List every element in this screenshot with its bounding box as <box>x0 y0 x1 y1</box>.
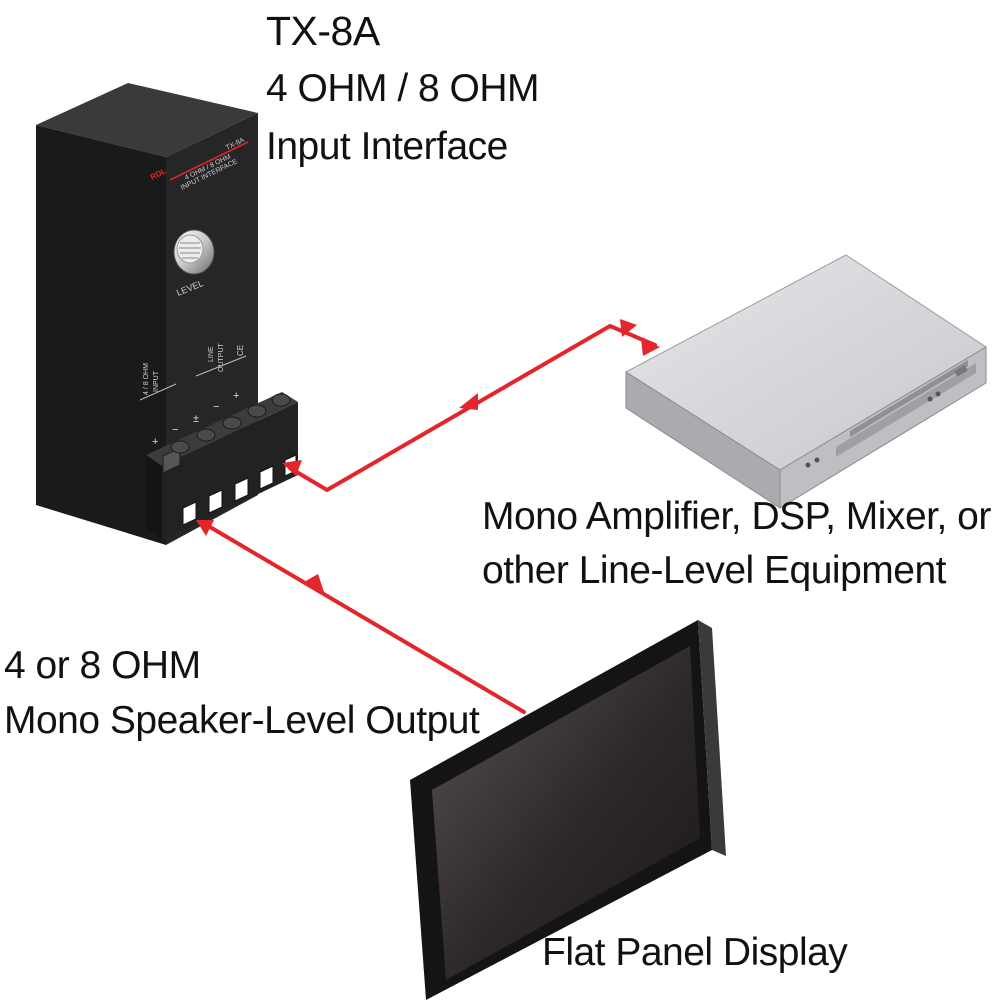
polarity-4: − <box>213 401 219 413</box>
flat-panel-display <box>410 620 726 1000</box>
arrow-into-output-terminal <box>282 460 302 476</box>
polarity-1: + <box>152 436 158 448</box>
speaker-input-wire <box>208 525 526 714</box>
amplifier-label-line2: other Line-Level Equipment <box>482 549 946 592</box>
input-label-2: INPUT <box>153 370 160 392</box>
amplifier-unit <box>625 254 987 509</box>
device-subtitle: 4 OHM / 8 OHM <box>266 67 540 110</box>
source-label-line2: Mono Speaker-Level Output <box>4 699 480 742</box>
amplifier-label-line1: Mono Amplifier, DSP, Mixer, or <box>482 495 991 538</box>
output-label-2: OUTPUT <box>218 343 225 373</box>
level-knob[interactable] <box>173 229 215 275</box>
output-label-1: LINE <box>208 346 215 362</box>
source-label-line1: 4 or 8 OHM <box>4 644 201 687</box>
device-top-face <box>36 83 258 157</box>
polarity-2: − <box>172 424 178 436</box>
ce-mark: CE <box>236 345 245 356</box>
device-title: TX-8A <box>266 8 380 54</box>
display-edge <box>698 620 726 856</box>
arrow-toward-device <box>304 574 324 592</box>
tx-8a-device: RDL TX-8A 4 OHM / 8 OHM INPUT INTERFACE … <box>36 83 298 545</box>
polarity-5: + <box>233 390 239 402</box>
terminal-ports <box>182 454 297 526</box>
arrow-into-input-terminal <box>196 520 214 536</box>
input-label-1: 4 / 8 OHM <box>143 363 150 395</box>
device-side-face <box>36 125 166 545</box>
terminal-screws <box>170 393 291 454</box>
amp-front-panel <box>836 363 976 457</box>
front-red-line <box>169 141 249 181</box>
arrow-toward-amp <box>459 393 478 410</box>
arrow-into-amp <box>641 339 660 356</box>
device-description: Input Interface <box>266 125 508 168</box>
display-screen <box>432 646 700 980</box>
display-label: Flat Panel Display <box>542 931 848 974</box>
arrow-at-amp-corner <box>620 319 637 337</box>
signal-arrows <box>196 319 660 592</box>
polarity-3: ± <box>193 413 199 425</box>
